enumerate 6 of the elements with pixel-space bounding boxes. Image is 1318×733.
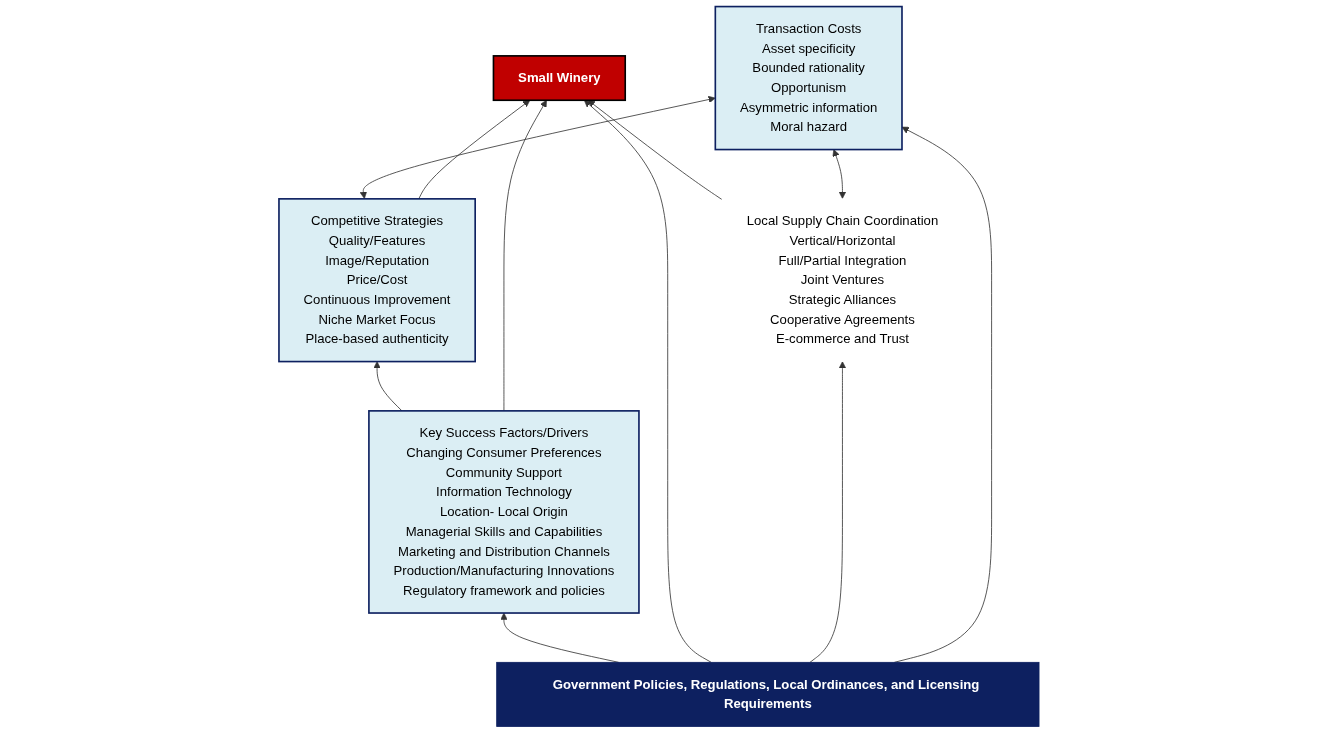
- node-box: Key Success Factors/Drivers Changing Consumer Preferences Community Support Information Technology Location- Local Origin Managerial Skills and Capabilities Marketing and Distribution Channels Production/Manufacturing Innovations Regulatory framework and policies: [368, 410, 640, 614]
- node-text: Local Supply Chain Coordination Vertical/Horizontal Full/Partial Integration Joint Ventures Strategic Alliances Cooperative Agreements E-commerce and Trust: [746, 213, 939, 346]
- node-box: Competitive Strategies Quality/Features Image/Reputation Price/Cost Continuous Improvement Niche Market Focus Place-based authenticity: [278, 198, 476, 363]
- node-box: Small Winery: [492, 55, 627, 102]
- node-box: Transaction Costs Asset specificity Bounded rationality Opportunism Asymmetric information Moral hazard: [714, 5, 903, 151]
- node-box: Government Policies, Regulations, Local Ordinances, and Licensing Requirements: [496, 661, 1040, 727]
